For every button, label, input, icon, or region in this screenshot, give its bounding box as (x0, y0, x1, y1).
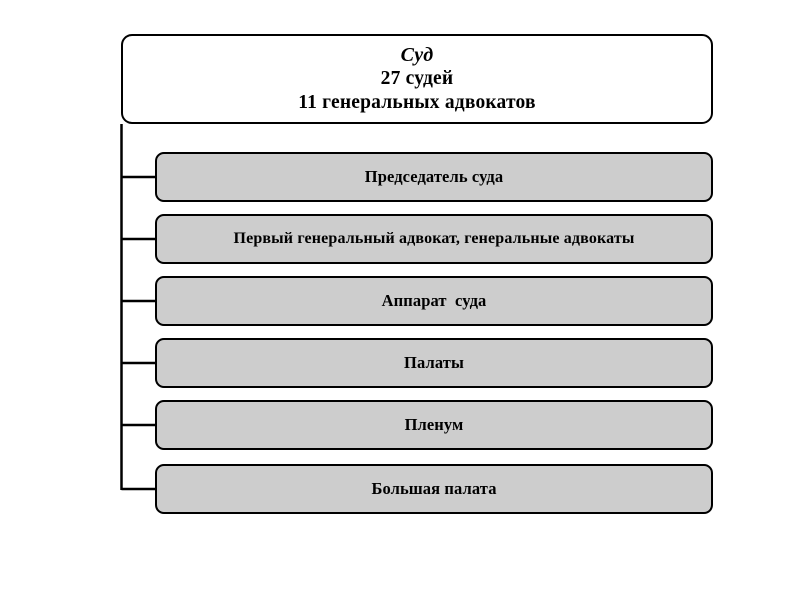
node-label: Большая палата (371, 479, 497, 498)
root-node-court: Суд 27 судей 11 генеральных адвокатов (121, 34, 713, 124)
node-grand-chamber: Большая палата (155, 464, 713, 514)
node-label: Первый генеральный адвокат, генеральные … (233, 230, 635, 247)
root-node-advocates-count: 11 генеральных адвокатов (298, 92, 536, 114)
node-advocates-general: Первый генеральный адвокат, генеральные … (155, 214, 713, 264)
node-label: Пленум (404, 415, 464, 434)
node-chambers: Палаты (155, 338, 713, 388)
node-label: Председатель суда (364, 167, 504, 186)
node-court-registry: Аппарат суда (155, 276, 713, 326)
root-node-judges-count: 27 судей (380, 68, 454, 90)
node-president-of-court: Председатель суда (155, 152, 713, 202)
node-label: Аппарат суда (381, 291, 487, 310)
node-label: Палаты (404, 353, 464, 372)
node-plenum: Пленум (155, 400, 713, 450)
root-node-title: Суд (400, 44, 434, 67)
